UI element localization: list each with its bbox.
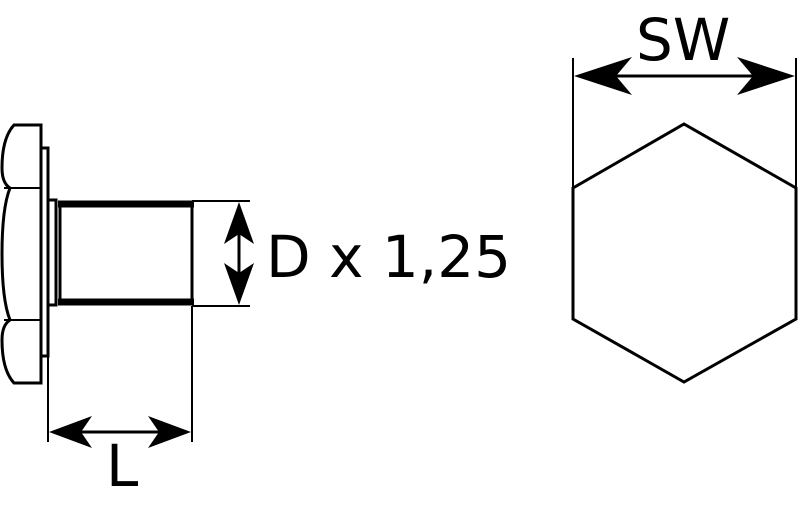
fitting-side-view [0,123,194,385]
arrow-left-icon [49,416,92,448]
thread-diameter-dimension: D x 1,25 [192,200,511,307]
flange [39,146,50,358]
arrow-right-icon [148,416,191,448]
arrow-up-icon [224,202,254,244]
hex-head-outline [0,123,43,385]
arrow-right-icon [737,57,795,95]
length-label: L [106,432,138,500]
arrow-down-icon [224,263,254,305]
thread-shank-outline [48,198,58,307]
thread-label: D x 1,25 [266,223,511,291]
arrow-left-icon [574,57,632,95]
length-dimension: L [47,306,193,500]
wrench-size-dimension: SW [572,6,797,188]
hexagon-outline [571,122,798,384]
hexagon-end-view [571,122,798,384]
wrench-size-label: SW [636,6,730,74]
